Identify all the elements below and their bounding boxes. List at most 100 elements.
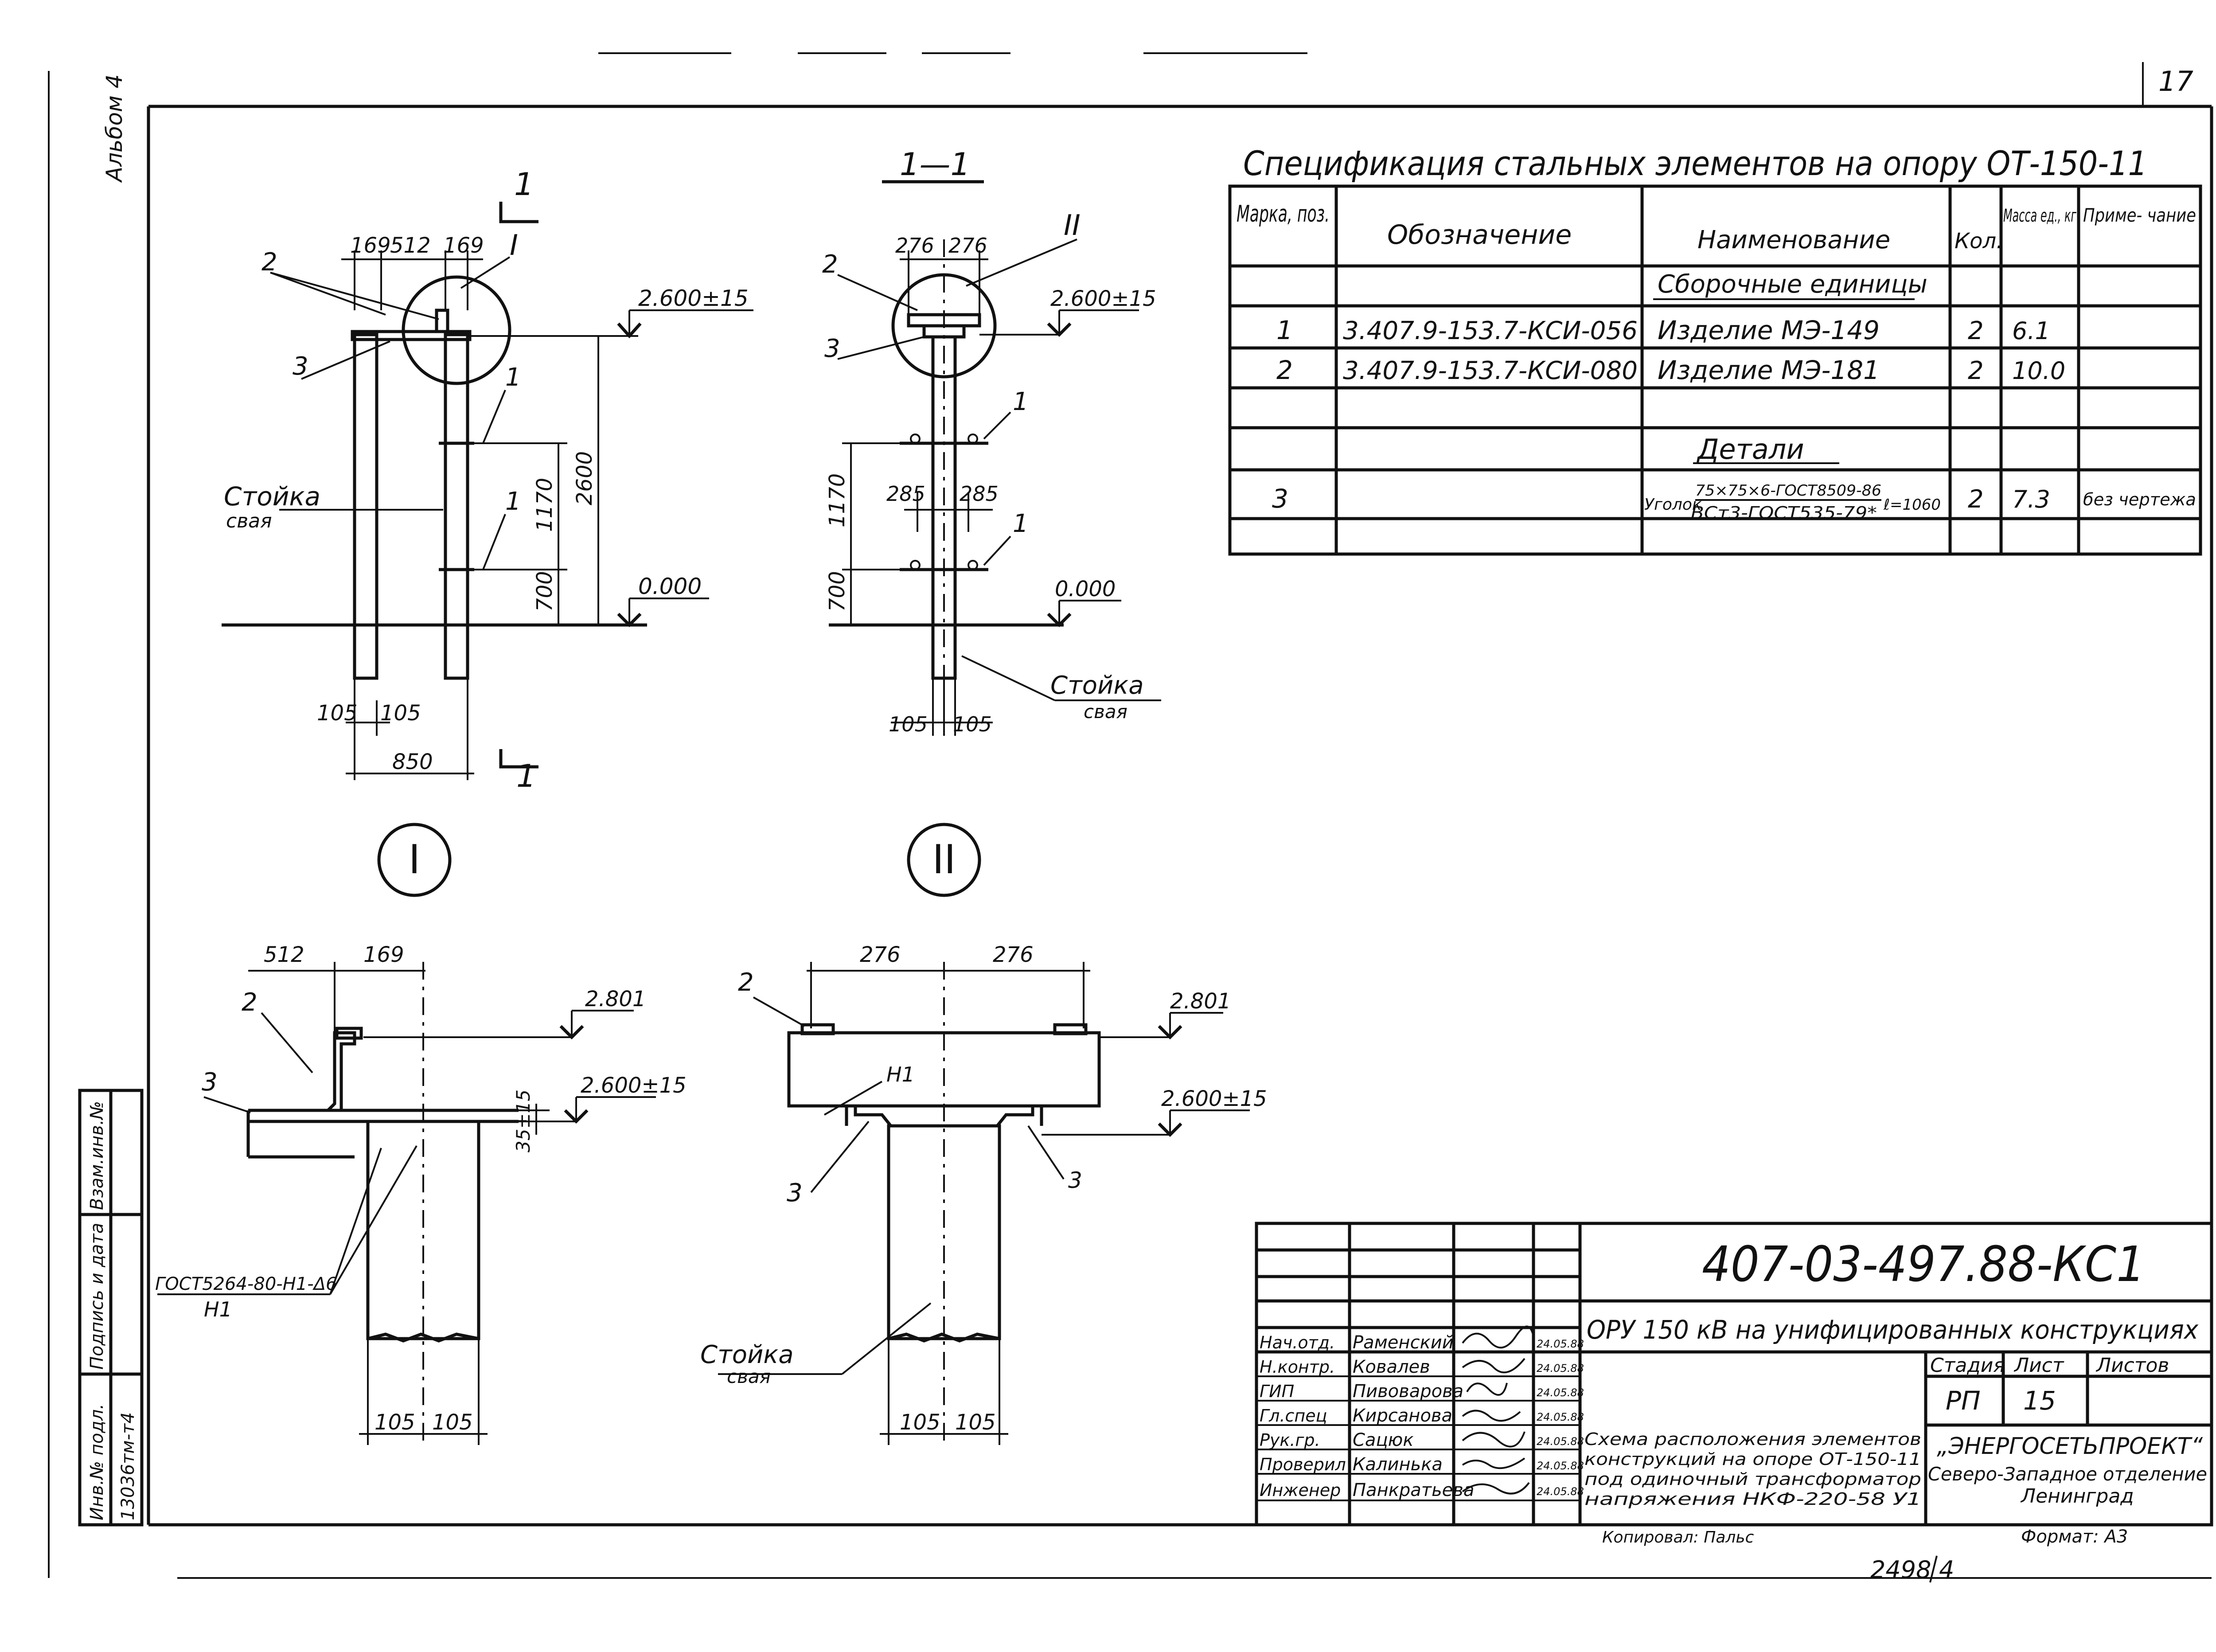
spec-row3-qty: 2	[1968, 485, 1984, 514]
spec-row1-pos: 1	[1276, 315, 1293, 345]
detail-1-view	[157, 962, 656, 1445]
front-dim-height-2: 700	[532, 571, 557, 612]
stamp-person: Пивоварова	[1353, 1381, 1463, 1402]
spec-row3-mass: 7.3	[2012, 485, 2050, 513]
stamp-drawing-line1: Схема расположения элементов	[1584, 1429, 1921, 1449]
stamp-signatures	[1462, 1325, 1534, 1495]
detail-2-pos-2: 2	[738, 968, 754, 997]
stamp-code: 407-03-497.88-КС1	[1702, 1236, 2145, 1293]
stamp-person: Кирсанова	[1353, 1406, 1452, 1426]
stamp-date: 24.05.88	[1537, 1386, 1584, 1399]
detail-1-dim-gap: 35±15	[512, 1090, 534, 1152]
detail-2-post-label: Стойка	[700, 1340, 794, 1369]
front-dim-bottom-left: 105	[317, 701, 358, 726]
side-label-inventory: Инв.№ подл.	[87, 1404, 107, 1520]
front-post-sublabel: свая	[226, 510, 272, 532]
detail-2-dim-bottom-right: 105	[955, 1410, 996, 1435]
spec-row3-note: без чертежа	[2083, 490, 2196, 509]
spec-row1-name: Изделие МЭ-149	[1658, 315, 1880, 345]
stamp-role: ГИП	[1260, 1382, 1294, 1401]
spec-head-mass: Масса ед., кг	[2003, 206, 2077, 226]
spec-head-name: Наименование	[1697, 226, 1890, 254]
stamp-drawing-line2: конструкций на опоре ОТ-150-11	[1584, 1449, 1921, 1469]
front-section-mark-top: 1	[514, 166, 534, 203]
stamp-person: Панкратьева	[1353, 1480, 1474, 1500]
section-dim-mid-right: 285	[960, 482, 999, 506]
front-pos-2: 2	[261, 248, 277, 277]
stamp-role: Рук.гр.	[1260, 1430, 1320, 1450]
section-post-sublabel: свая	[1084, 701, 1128, 723]
front-post-label: Стойка	[224, 481, 320, 512]
spec-row1-qty: 2	[1968, 316, 1984, 345]
front-view	[222, 202, 753, 780]
stamp-project: ОРУ 150 кВ на унифицированных конструкци…	[1587, 1315, 2199, 1345]
front-pos-3: 3	[293, 352, 308, 381]
stamp-sheet: 15	[2023, 1386, 2056, 1416]
stamp-person: Ковалев	[1353, 1357, 1430, 1377]
stamp-drawing-line3: под одиночный трансформатор	[1584, 1469, 1921, 1489]
stamp-org: „ЭНЕРГОСЕТЬПРОЕКТ“	[1937, 1433, 2203, 1460]
album-label: Альбом 4	[101, 74, 127, 183]
detail-1-dim-left: 512	[264, 942, 304, 967]
side-label-substitute: Взам.инв.№	[87, 1101, 107, 1210]
detail-1-title-circle	[377, 823, 452, 897]
section-dim-left: 276	[895, 234, 934, 258]
front-dim-left: 169	[350, 233, 391, 258]
stamp-date: 24.05.88	[1537, 1411, 1584, 1423]
stamp-date: 24.05.88	[1537, 1362, 1584, 1375]
front-dim-height-1: 1170	[532, 478, 557, 532]
stamp-sheet-head: Лист	[2013, 1354, 2064, 1377]
stamp-person: Сацюк	[1353, 1430, 1414, 1450]
spec-row3-name-top: 75×75×6-ГОСТ8509-86	[1695, 482, 1881, 500]
section-dim-right: 276	[948, 234, 987, 258]
section-view	[829, 180, 1161, 736]
section-dim-height-1: 1170	[825, 473, 850, 527]
spec-row2-pos: 2	[1276, 355, 1293, 385]
detail-2-view	[718, 962, 1250, 1445]
spec-row1-code: 3.407.9-153.7-КСИ-056	[1343, 316, 1638, 345]
front-pos-1a: 1	[505, 363, 521, 392]
sheet-number: 17	[2158, 65, 2193, 98]
stamp-people: Нач.отд. Раменский 24.05.88 Н.контр. Ков…	[1260, 1332, 1584, 1500]
stamp-person: Калинька	[1353, 1454, 1443, 1475]
detail-2-dim-bottom-left: 105	[900, 1410, 940, 1435]
detail-2-dim-right: 276	[993, 942, 1034, 967]
detail-1-pos-2: 2	[242, 988, 257, 1017]
front-section-mark-bottom: 1	[516, 758, 536, 794]
stamp-date: 24.05.88	[1537, 1485, 1584, 1498]
detail-2-pos-3-right: 3	[1068, 1168, 1082, 1193]
section-pos-1a: 1	[1013, 387, 1029, 416]
spec-row3-name-bottom: ВСт3-ГОСТ535-79*	[1691, 503, 1877, 523]
spec-row1-mass: 6.1	[2012, 317, 2050, 345]
stamp-date: 24.05.88	[1537, 1435, 1584, 1448]
stamp-date: 24.05.88	[1537, 1338, 1584, 1350]
stamp-dept: Северо-Западное отделение	[1928, 1463, 2207, 1485]
detail-1-dim-right: 169	[363, 942, 404, 967]
stamp-city: Ленинград	[2020, 1485, 2134, 1507]
detail-2-post-sublabel: свая	[727, 1366, 771, 1387]
stamp-person: Раменский	[1353, 1332, 1454, 1353]
detail-2-title-circle	[907, 823, 981, 897]
stamp-stage: РП	[1946, 1386, 1981, 1416]
format-label: Формат: А3	[2021, 1527, 2128, 1547]
detail-1-dim-bottom-right: 105	[432, 1410, 473, 1435]
archive-slash	[1929, 1555, 1938, 1583]
side-stamp: Взам.инв.№ Подпись и дата Инв.№ подл. 13…	[78, 1089, 144, 1527]
spec-head-code: Обозначение	[1387, 219, 1572, 250]
section-pos-1b: 1	[1013, 509, 1029, 538]
section-dim-bottom-left: 105	[889, 712, 928, 736]
detail-2-level-a: 2.801	[1170, 989, 1231, 1014]
spec-row2-code: 3.407.9-153.7-КСИ-080	[1343, 356, 1638, 385]
section-dim-bottom-right: 105	[953, 712, 992, 736]
section-dim-height-2: 700	[825, 571, 850, 612]
side-inventory-number: 13036тм-т4	[118, 1412, 138, 1520]
detail-1-level-b: 2.600±15	[581, 1073, 687, 1098]
front-level-top: 2.600±15	[638, 285, 749, 311]
front-dim-right: 169	[443, 233, 484, 258]
detail-2-dim-left: 276	[860, 942, 901, 967]
detail-1-weld-sub: Н1	[204, 1297, 232, 1321]
spec-row2-mass: 10.0	[2012, 357, 2065, 385]
stamp-stage-head: Стадия	[1930, 1354, 2005, 1377]
detail-1-weld-note: ГОСТ5264-80-Н1-Δ6	[155, 1274, 337, 1294]
spec-table-grid	[1228, 184, 2202, 556]
